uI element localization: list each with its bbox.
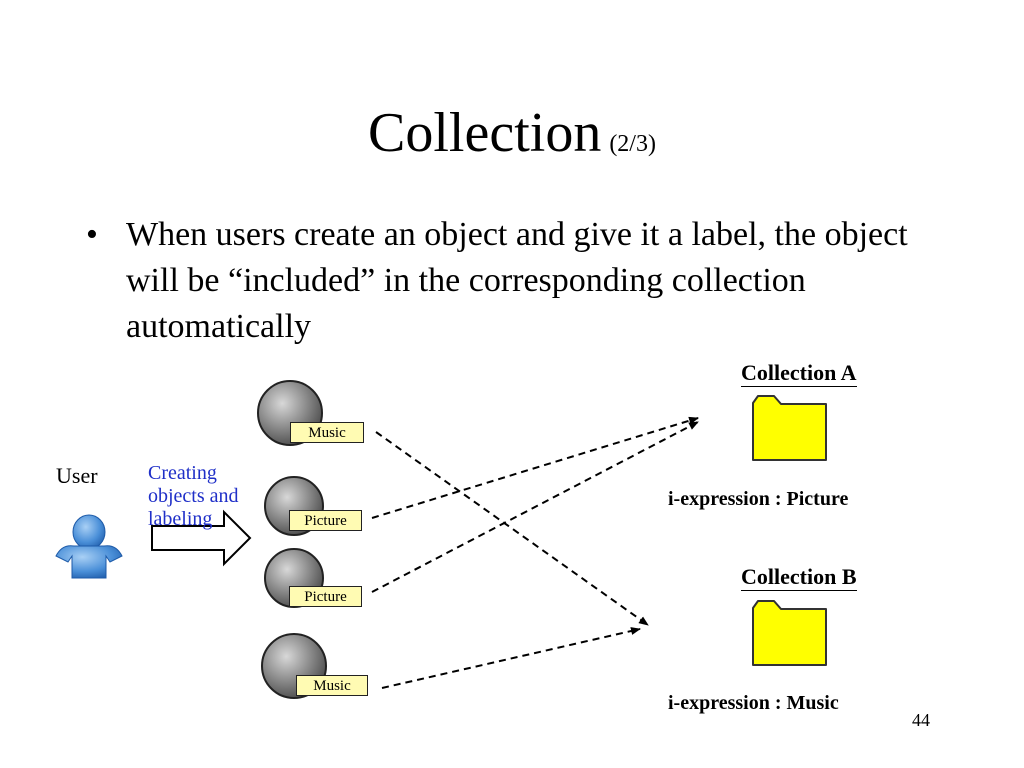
bullet-text: When users create an object and give it … — [126, 216, 908, 345]
title-suffix: (2/3) — [609, 131, 656, 157]
bullet-item: • When users create an object and give i… — [82, 212, 962, 350]
action-label: Creating objects and labeling — [148, 462, 239, 530]
collection-b-expression: i-expression : Music — [668, 692, 839, 714]
collection-b-title: Collection B — [741, 564, 857, 591]
arrow-object-3-to-collection-a — [371, 421, 699, 593]
block-arrow-icon — [151, 509, 252, 567]
object-2-label: Picture — [289, 510, 362, 531]
object-3-label: Picture — [289, 586, 362, 607]
bullet-list: • When users create an object and give i… — [82, 212, 962, 350]
object-1-label: Music — [290, 422, 364, 443]
object-4-label: Music — [296, 675, 368, 696]
slide-title: Collection (2/3) — [0, 98, 1024, 179]
title-text: Collection — [368, 102, 602, 164]
collection-a-title: Collection A — [741, 360, 857, 387]
user-label: User — [56, 463, 98, 488]
collection-a-expression: i-expression : Picture — [668, 488, 849, 510]
user-icon — [55, 514, 123, 579]
page-number: 44 — [912, 710, 930, 730]
bullet-marker: • — [86, 216, 98, 253]
arrow-object-4-to-collection-b — [381, 627, 641, 689]
collection-a-folder-icon — [752, 395, 827, 461]
arrow-object-2-to-collection-a — [371, 416, 699, 519]
collection-b-folder-icon — [752, 600, 827, 666]
arrow-object-1-to-collection-b — [375, 431, 649, 626]
